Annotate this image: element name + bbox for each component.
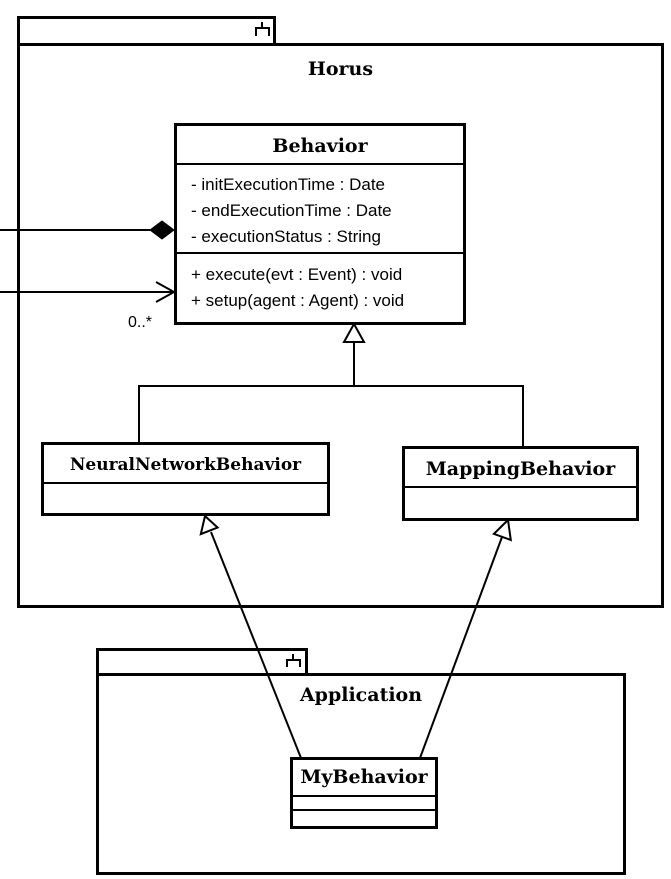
operation-item: + execute(evt : Event) : void — [191, 265, 403, 284]
generalization-triangle — [492, 517, 513, 542]
operation-item: + setup(agent : Agent) : void — [191, 291, 405, 310]
generalization-line-to-neural — [210, 531, 302, 759]
attribute-item: - executionStatus : String — [191, 227, 381, 246]
composition-diamond — [149, 220, 175, 240]
generalization-triangle — [199, 514, 220, 536]
neural-network-behavior-class[interactable]: NeuralNetworkBehavior — [41, 442, 330, 516]
package-icon — [286, 654, 301, 667]
generalization-line-to-mapping — [419, 536, 503, 759]
attribute-item: - initExecutionTime : Date — [191, 175, 385, 194]
behavior-class-name: Behavior — [272, 135, 368, 157]
my-behavior-class-name: MyBehavior — [300, 766, 428, 788]
mapping-behavior-class[interactable]: MappingBehavior — [402, 446, 639, 521]
horus-package-tab — [17, 16, 276, 46]
package-icon — [255, 22, 270, 36]
horus-package-name: Horus — [307, 58, 374, 80]
behavior-class[interactable]: Behavior - initExecutionTime : Date - en… — [174, 123, 466, 325]
generalization-connector — [138, 385, 524, 447]
compartment-divider — [293, 795, 435, 797]
mapping-behavior-class-name: MappingBehavior — [425, 458, 616, 480]
compartment-divider — [177, 252, 463, 254]
application-package-tab — [96, 648, 308, 676]
my-behavior-class[interactable]: MyBehavior — [290, 757, 438, 829]
compartment-divider — [177, 163, 463, 165]
attribute-item: - endExecutionTime : Date — [191, 201, 392, 220]
compartment-divider — [405, 486, 636, 488]
compartment-divider — [44, 482, 327, 484]
application-package-name: Application — [299, 684, 423, 706]
generalization-triangle — [342, 321, 366, 343]
association-multiplicity: 0..* — [128, 314, 153, 331]
compartment-divider — [293, 809, 435, 811]
neural-network-behavior-class-name: NeuralNetworkBehavior — [69, 455, 302, 475]
